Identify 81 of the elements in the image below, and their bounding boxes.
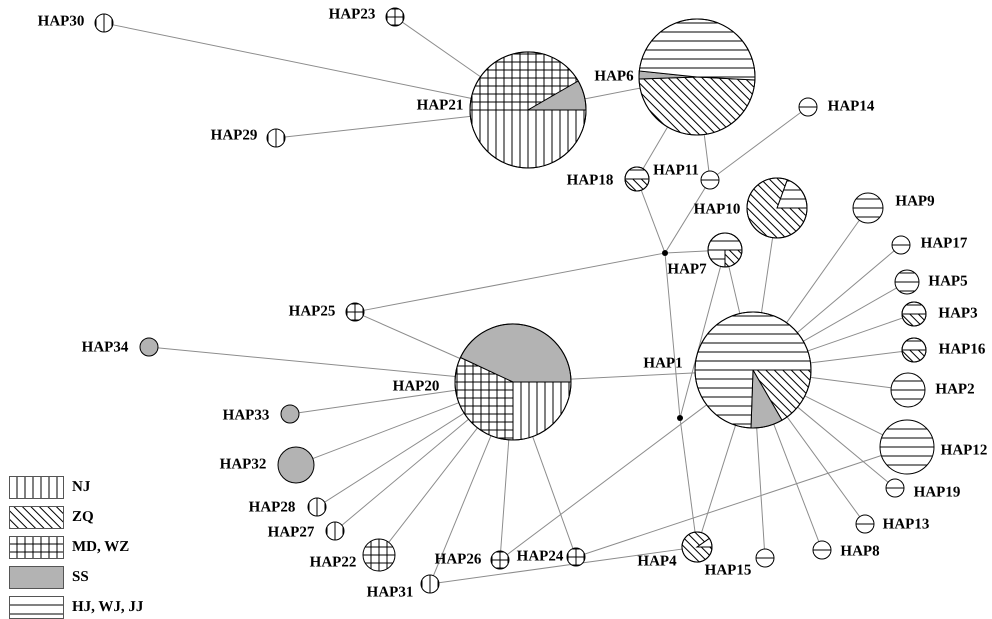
network-link [680, 266, 722, 416]
haplotype-label: HAP6 [594, 70, 634, 84]
network-link [432, 435, 492, 576]
legend-label: HJ, WJ, JJ [72, 600, 144, 615]
legend-label: SS [72, 570, 89, 585]
haplotype-label: HAP9 [895, 194, 935, 210]
network-link [761, 237, 774, 314]
network-link [664, 256, 680, 416]
network-link [642, 126, 668, 170]
haplotype-label: HAP8 [840, 544, 880, 560]
network-link [728, 266, 740, 314]
network-link [324, 412, 465, 503]
haplotype-label: HAP14 [828, 100, 874, 114]
haplotype-label: HAP20 [392, 380, 440, 394]
haplotype-label: HAP31 [366, 586, 414, 600]
network-link [807, 317, 904, 352]
legend-label: MD, WZ [72, 540, 130, 555]
network-link [584, 455, 882, 555]
haplotype-label: HAP7 [667, 262, 707, 278]
haplotype-label: HAP28 [248, 500, 296, 516]
network-link [402, 22, 481, 78]
legend-label: NJ [72, 480, 90, 495]
haplotype-label: HAP11 [653, 164, 699, 178]
network-link [341, 418, 470, 526]
haplotype-label: HAP27 [268, 526, 314, 540]
haplotype-label: HAP18 [566, 174, 614, 188]
haplotype-label: HAP33 [222, 408, 270, 424]
haplotype-label: HAP15 [704, 564, 752, 578]
network-link [680, 420, 696, 533]
haplotype-label: HAP3 [938, 306, 978, 322]
haplotype-label: HAP29 [210, 128, 258, 144]
haplotype-label: HAP12 [940, 444, 988, 458]
network-link [666, 187, 706, 251]
haplotype-label: HAP1 [643, 356, 683, 372]
network-link [668, 250, 709, 254]
haplotype-label: HAP5 [928, 274, 968, 290]
haplotype-label: HAP16 [938, 342, 986, 358]
network-link [640, 190, 664, 251]
network-link [704, 134, 710, 172]
network-link [804, 395, 884, 436]
network-link [796, 250, 895, 334]
network-link [112, 24, 472, 99]
haplotype-label: HAP30 [38, 14, 84, 30]
network-link [797, 406, 889, 483]
network-link [298, 390, 456, 414]
haplotype-label: HAP19 [914, 486, 960, 500]
network-link [810, 376, 892, 388]
network-link [284, 116, 471, 138]
haplotype-label: HAP22 [310, 556, 356, 570]
network-link [570, 372, 696, 380]
legend-label: ZQ [72, 510, 94, 525]
haplotype-label: HAP23 [328, 8, 376, 22]
network-link [786, 416, 860, 518]
network-link [716, 112, 802, 176]
network-link [312, 402, 460, 460]
haplotype-label: HAP26 [434, 552, 482, 568]
haplotype-label: HAP32 [220, 458, 266, 472]
haplotype-label: HAP34 [82, 340, 128, 356]
network-link [786, 220, 860, 324]
network-link [500, 439, 510, 552]
network-link [438, 548, 683, 584]
network-link [701, 424, 736, 534]
haplotype-label: HAP4 [637, 554, 677, 570]
network-link [756, 427, 765, 550]
haplotype-label: HAP21 [416, 98, 464, 114]
haplotype-label: HAP17 [920, 236, 968, 252]
network-link [802, 287, 898, 342]
haplotype-label: HAP25 [288, 304, 336, 320]
network-link [362, 315, 460, 359]
network-link [363, 253, 663, 311]
haplotype-label: HAP24 [516, 550, 564, 564]
haplotype-label: HAP2 [935, 382, 975, 398]
network-link [388, 427, 478, 543]
haplotype-label: HAP10 [694, 202, 740, 218]
network-link [773, 424, 820, 542]
network-link [506, 404, 708, 556]
haplotype-label: HAP13 [882, 518, 930, 532]
network-link [532, 436, 574, 550]
network-link [810, 350, 903, 364]
network-link [157, 347, 456, 377]
network-link [584, 88, 641, 100]
